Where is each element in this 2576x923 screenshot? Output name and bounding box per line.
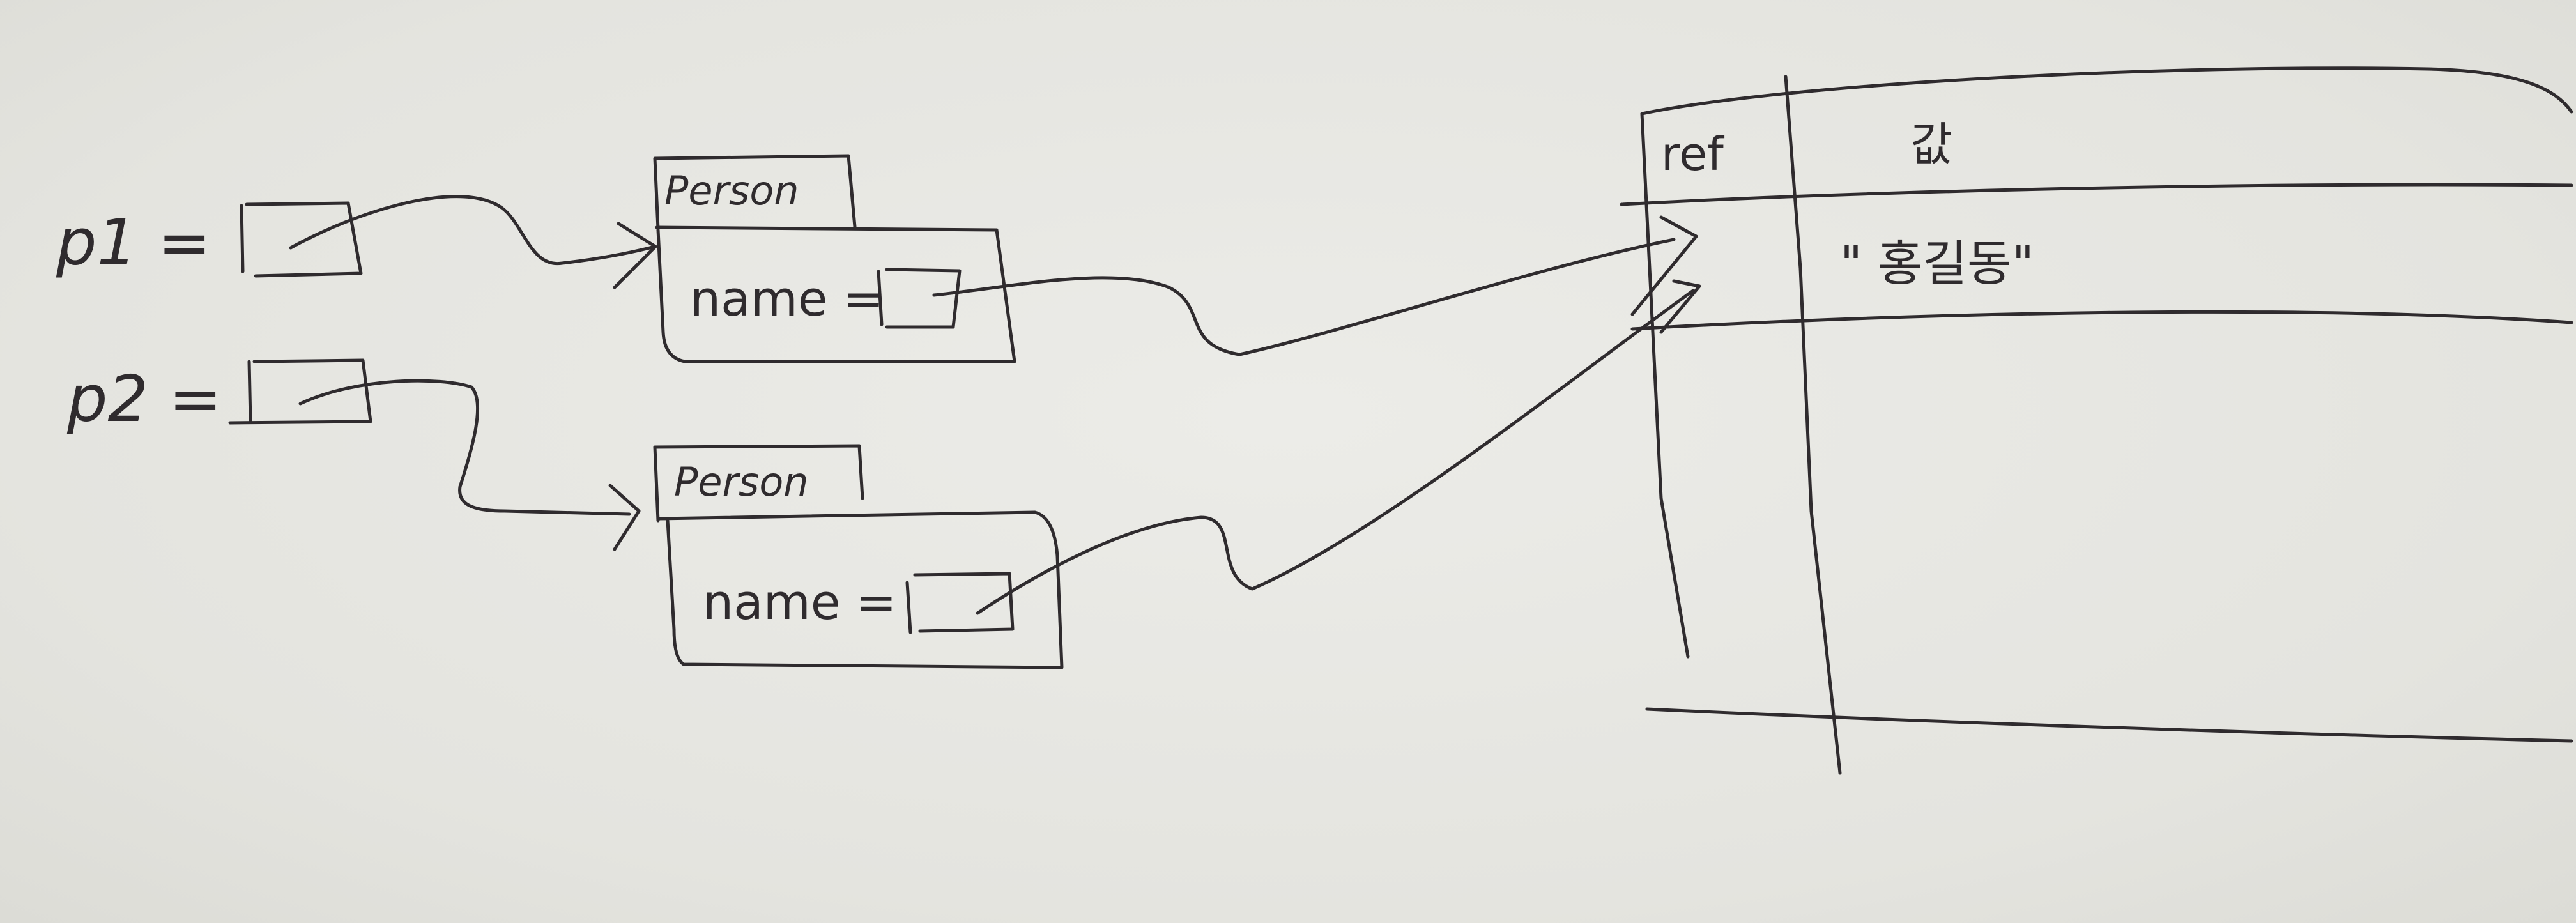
table-top-line [1640,66,2573,116]
table-header-line [1620,183,2573,206]
arrow-p1-to-person1 [289,195,657,266]
person1-field-label: name = [690,270,884,327]
p1-ref-box [240,201,363,278]
arrow-person1-name-head [1630,215,1698,316]
p2-label: p2 = [67,362,222,436]
arrow-person1-name-to-string [932,238,1676,356]
person2-class-name: Person [674,459,809,505]
person2-body [656,510,1064,669]
table-row-line [1630,310,2573,331]
person1-body [655,225,1016,363]
p1-label: p1 = [56,205,211,280]
arrow-person2-name-head [1659,279,1701,334]
person2-name-box [905,572,1015,634]
person1-name-box [877,268,962,329]
arrow-person2-name-to-string [976,289,1695,615]
table-row-value: " 홍길동" [1840,235,2034,292]
table-header-ref: ref [1661,127,1724,181]
table-header-value: 값 [1910,118,1953,171]
person2-field-label: name = [703,574,897,630]
arrow-p2-head [608,484,641,551]
table-divider-line [1784,75,1842,775]
table-bottom-line [1645,707,2573,743]
person2-class-tab [653,444,864,523]
person1-class-tab [653,154,857,231]
table-left-line [1640,112,1690,659]
person1-class-name: Person [664,167,799,214]
arrow-p2-to-person2 [298,379,631,516]
arrow-p1-head [613,222,657,289]
p2-ref-box [228,358,372,425]
